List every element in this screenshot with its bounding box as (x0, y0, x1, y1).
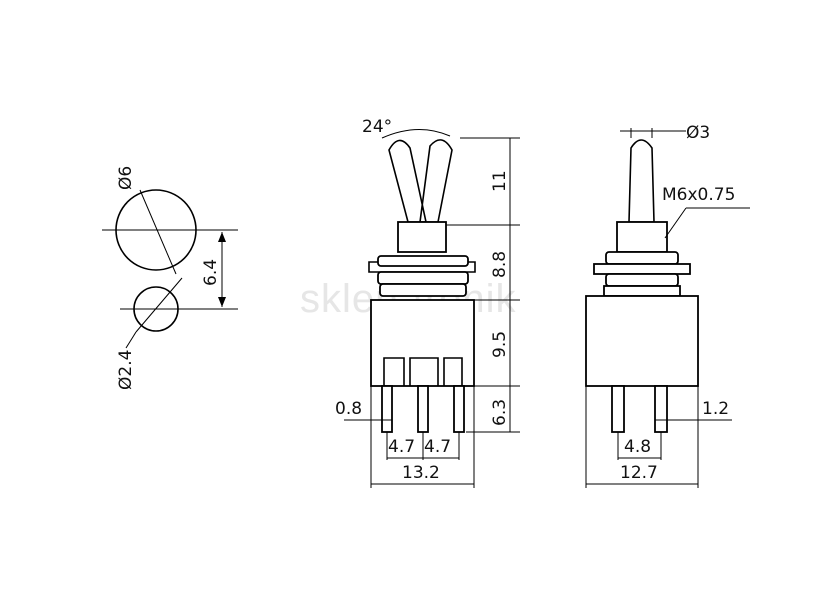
leader-d24-tail (125, 331, 137, 349)
pin-center (417, 385, 429, 433)
dim-12-label: 1.2 (702, 399, 729, 419)
angle-label: 24° (362, 117, 392, 137)
front-nut-top (605, 251, 679, 265)
dim-d3-label: Ø3 (686, 123, 710, 143)
dim-08-label: 0.8 (335, 399, 362, 419)
dim-127-label: 12.7 (620, 463, 658, 483)
switch-body (370, 299, 475, 387)
dim-d6-label: Ø6 (116, 166, 136, 190)
lever-front (628, 139, 655, 223)
leader-thread (664, 207, 687, 239)
dim-88-label: 8.8 (490, 251, 510, 278)
front-body (585, 295, 699, 387)
bushing-front (616, 221, 668, 253)
leader-d24 (135, 277, 183, 333)
nut-base (379, 283, 467, 297)
side-view: 24° 11 8.8 9.5 6.3 0.8 (335, 117, 520, 488)
terminal-base (383, 357, 463, 386)
lever-left (388, 139, 427, 223)
dim-95-label: 9.5 (490, 331, 510, 358)
front-pin-right (654, 385, 668, 433)
dim-48-label: 4.8 (624, 437, 651, 457)
lever-right (419, 139, 453, 223)
pin-right (453, 385, 465, 433)
dim-pitch-b-label: 4.7 (424, 437, 451, 457)
panel-cutout-view: 6.4 Ø6 Ø2.4 (102, 166, 238, 390)
front-pin-left (611, 385, 625, 433)
dim-11-label: 11 (490, 170, 510, 192)
dim-63-label: 6.3 (490, 399, 510, 426)
pin-left (381, 385, 393, 433)
dim-pitch-a-label: 4.7 (388, 437, 415, 457)
dim-6-4-label: 6.4 (201, 259, 221, 286)
dim-132-label: 13.2 (402, 463, 440, 483)
bushing (397, 221, 447, 253)
front-collar (603, 285, 681, 297)
nut-lower (377, 271, 469, 285)
dim-d24-label: Ø2.4 (116, 350, 136, 390)
arrow-up (218, 232, 226, 242)
nut-upper (377, 255, 469, 267)
front-nut-bottom (605, 273, 679, 287)
leader-d6 (139, 189, 177, 275)
angle-arc (381, 128, 451, 139)
thread-label: M6x0.75 (662, 185, 735, 205)
arrow-down (218, 297, 226, 307)
front-view: Ø3 M6x0.75 1.2 4.8 12.7 (585, 123, 750, 488)
front-washer (593, 263, 691, 275)
